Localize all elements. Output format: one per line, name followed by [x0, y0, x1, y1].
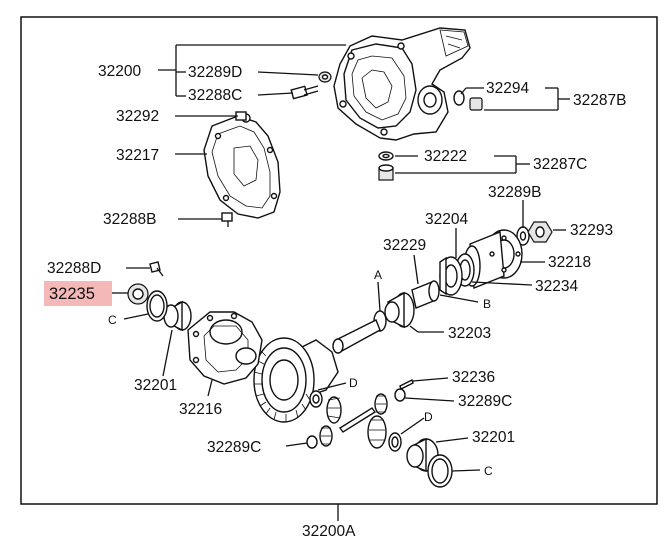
side-gear-right — [367, 415, 387, 449]
leader-lines — [112, 44, 570, 472]
marker-B: B — [483, 297, 491, 311]
washer-32289C-right — [394, 388, 406, 402]
label-32289C-left[interactable]: 32289C — [207, 439, 261, 456]
label-32287B[interactable]: 32287B — [573, 92, 626, 109]
label-32288C[interactable]: 32288C — [188, 87, 242, 104]
marker-D-right: D — [424, 410, 433, 424]
washer-32289C-left — [306, 435, 318, 449]
label-32229[interactable]: 32229 — [383, 237, 426, 254]
diagram-frame — [20, 16, 658, 505]
bolt-32288C — [290, 85, 319, 100]
label-32234[interactable]: 32234 — [535, 278, 578, 295]
shim-C-left — [146, 290, 168, 322]
highlight-32235 — [44, 281, 112, 306]
label-32201-left[interactable]: 32201 — [134, 377, 177, 394]
ring-gear-and-pinion — [253, 319, 381, 423]
marker-D-top: D — [349, 376, 358, 390]
label-32217[interactable]: 32217 — [116, 147, 159, 164]
label-32236[interactable]: 32236 — [452, 369, 495, 386]
label-32222[interactable]: 32222 — [424, 148, 467, 165]
nut-32293 — [527, 221, 553, 243]
oil-seal-32235 — [127, 283, 149, 305]
label-32203[interactable]: 32203 — [448, 325, 491, 342]
label-32293[interactable]: 32293 — [570, 222, 613, 239]
label-32289D[interactable]: 32289D — [188, 64, 242, 81]
plug-group-32222 — [378, 151, 394, 181]
spacer-32229 — [411, 280, 440, 309]
label-32235[interactable]: 32235 — [49, 285, 95, 303]
bearing-32201-left — [163, 300, 192, 332]
washer-D-right — [388, 432, 402, 452]
shim-C-right — [427, 454, 453, 488]
label-32294[interactable]: 32294 — [486, 80, 529, 97]
label-32287C[interactable]: 32287C — [533, 156, 587, 173]
pinion-shaft-32236 — [338, 379, 414, 433]
plug-group-32294 — [453, 90, 483, 111]
rear-cover — [203, 113, 281, 219]
pinion-gear-right — [374, 393, 388, 415]
differential-case-32216 — [187, 311, 263, 385]
marker-C-left: C — [108, 313, 117, 327]
label-32289B[interactable]: 32289B — [488, 184, 541, 201]
bearing-32203 — [384, 291, 415, 329]
bearing-32204 — [439, 256, 463, 296]
washer-D-top — [309, 390, 323, 408]
label-32289C-right[interactable]: 32289C — [458, 393, 512, 410]
label-32200[interactable]: 32200 — [98, 63, 141, 80]
side-gear-left — [326, 396, 342, 424]
bolt-32288D — [149, 261, 164, 277]
label-32200A[interactable]: 32200A — [302, 523, 356, 540]
marker-A: A — [374, 268, 382, 282]
label-32292[interactable]: 32292 — [116, 108, 159, 125]
bolt-32288B — [221, 212, 233, 227]
label-32288D[interactable]: 32288D — [47, 260, 101, 277]
marker-C-right: C — [484, 464, 493, 478]
label-32204[interactable]: 32204 — [425, 211, 468, 228]
pinion-gear-left — [319, 425, 333, 447]
label-32201-right[interactable]: 32201 — [472, 429, 515, 446]
bolt-32289D — [318, 71, 332, 83]
label-32216[interactable]: 32216 — [179, 401, 222, 418]
label-32218[interactable]: 32218 — [548, 254, 591, 271]
differential-carrier-housing — [333, 27, 471, 141]
label-32288B[interactable]: 32288B — [103, 211, 156, 228]
